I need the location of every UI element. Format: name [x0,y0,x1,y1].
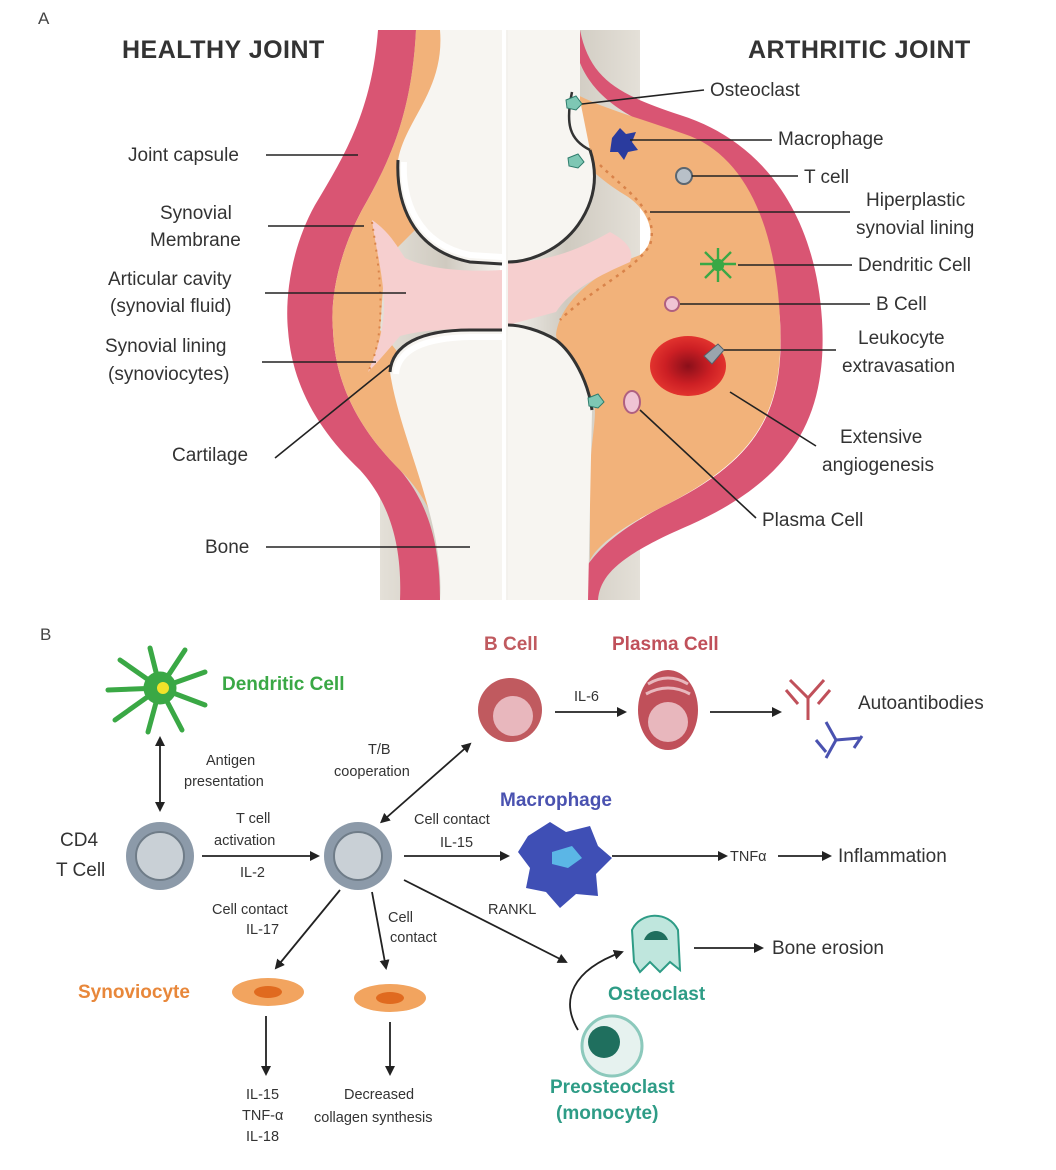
label-synovial-2: Membrane [150,230,241,251]
cell-contact-il15-2: IL-15 [440,835,473,851]
cell-contact-2: contact [390,930,437,946]
cytokines-label-3: IL-18 [246,1129,279,1145]
healthy-joint-title: HEALTHY JOINT [122,36,325,64]
panel-b-letter: B [40,625,51,644]
cell-contact-1: Cell [388,910,413,926]
preosteoclast-label-1: Preosteoclast [550,1077,675,1098]
autoantibody-icons [784,678,864,759]
rankl-label: RANKL [488,902,536,918]
healthy-joint-illustration [287,30,503,600]
label-leukocyte-2: extravasation [842,356,955,377]
label-dendritic-cell-a: Dendritic Cell [858,255,971,276]
arthritic-macrophage [610,128,638,160]
healthy-synovial-fluid [368,220,502,372]
decreased-label-1: Decreased [344,1087,414,1103]
cell-contact-il17-1: Cell contact [212,902,288,918]
arthritic-blood-vessel [650,336,726,396]
macrophage-label: Macrophage [500,790,612,811]
arthritic-synovium [556,92,781,560]
label-angiogenesis-1: Extensive [840,427,922,448]
label-plasma-cell-a: Plasma Cell [762,510,863,531]
label-hyperplastic-1: Hiperplastic [866,190,965,211]
label-leukocyte-1: Leukocyte [858,328,945,349]
label-macrophage-a: Macrophage [778,129,884,150]
bone-erosion-label: Bone erosion [772,938,884,959]
label-bone: Bone [205,537,249,558]
panel-a-letter: A [38,9,50,28]
preosteoclast-label-2: (monocyte) [556,1103,658,1124]
tb-label-1: T/B [368,742,391,758]
healthy-lower-bone-head [390,330,502,600]
antigen-label-1: Antigen [206,753,255,769]
activation-label-2: activation [214,833,275,849]
osteoclast-label: Osteoclast [608,984,706,1005]
arthritic-lower-bone-head [508,325,592,600]
il6-label: IL-6 [574,689,599,705]
label-synovial-1: Synovial [160,203,232,224]
dendritic-cell-icon [105,645,208,735]
label-synovial-lining-2: (synoviocytes) [108,364,229,385]
healthy-upper-bone-head [397,30,502,264]
label-articular-cavity-1: Articular cavity [108,269,232,290]
decreased-label-2: collagen synthesis [314,1110,433,1126]
arthritic-t-cell [675,167,693,185]
label-b-cell-a: B Cell [876,294,927,315]
label-osteoclast-a: Osteoclast [710,80,800,101]
cell-contact-il17-2: IL-17 [246,922,279,938]
cytokines-label-2: TNF-α [242,1108,283,1124]
label-cartilage: Cartilage [172,445,248,466]
cytokines-label-1: IL-15 [246,1087,279,1103]
label-t-cell-a: T cell [804,167,849,188]
arthritic-upper-bone-head [508,30,595,262]
dendritic-cell-label: Dendritic Cell [222,674,344,695]
inflammation-label: Inflammation [838,846,947,867]
label-joint-capsule: Joint capsule [128,145,239,166]
healthy-capsule [287,30,440,600]
arthritic-synovial-fluid [508,232,632,325]
arthritic-osteoclast-marks [565,95,605,409]
cell-contact-il15-1: Cell contact [414,812,490,828]
cd4-label-2: T Cell [56,860,105,881]
antigen-label-2: presentation [184,774,264,790]
label-synovial-lining-1: Synovial lining [105,336,226,357]
b-cell-label: B Cell [484,634,538,655]
synoviocyte-label: Synoviocyte [78,982,190,1003]
cd4-label-1: CD4 [60,830,98,851]
label-articular-cavity-2: (synovial fluid) [110,296,231,317]
arthritic-b-cell [664,296,680,312]
tb-label-2: cooperation [334,764,410,780]
arthritic-capsule [572,30,823,600]
label-angiogenesis-2: angiogenesis [822,455,934,476]
plasma-cell-label: Plasma Cell [612,634,719,655]
arthritic-plasma-cell [623,390,641,414]
arthritic-joint-title: ARTHRITIC JOINT [748,36,971,64]
tnfa-label: TNFα [730,849,767,865]
activation-label-1: T cell [236,811,270,827]
activation-label-3: IL-2 [240,865,265,881]
autoantibodies-label: Autoantibodies [858,693,984,714]
arthritic-joint-illustration [506,30,823,600]
label-hyperplastic-2: synovial lining [856,218,974,239]
panel-b: B Dendritic Cell Antigen presentation CD… [40,625,984,1145]
osteoclast-icon [630,914,682,974]
arthritic-dendritic-cell [700,248,736,282]
panel-a: A HEALTHY JOINT ARTHRITIC JOINT [38,9,974,600]
